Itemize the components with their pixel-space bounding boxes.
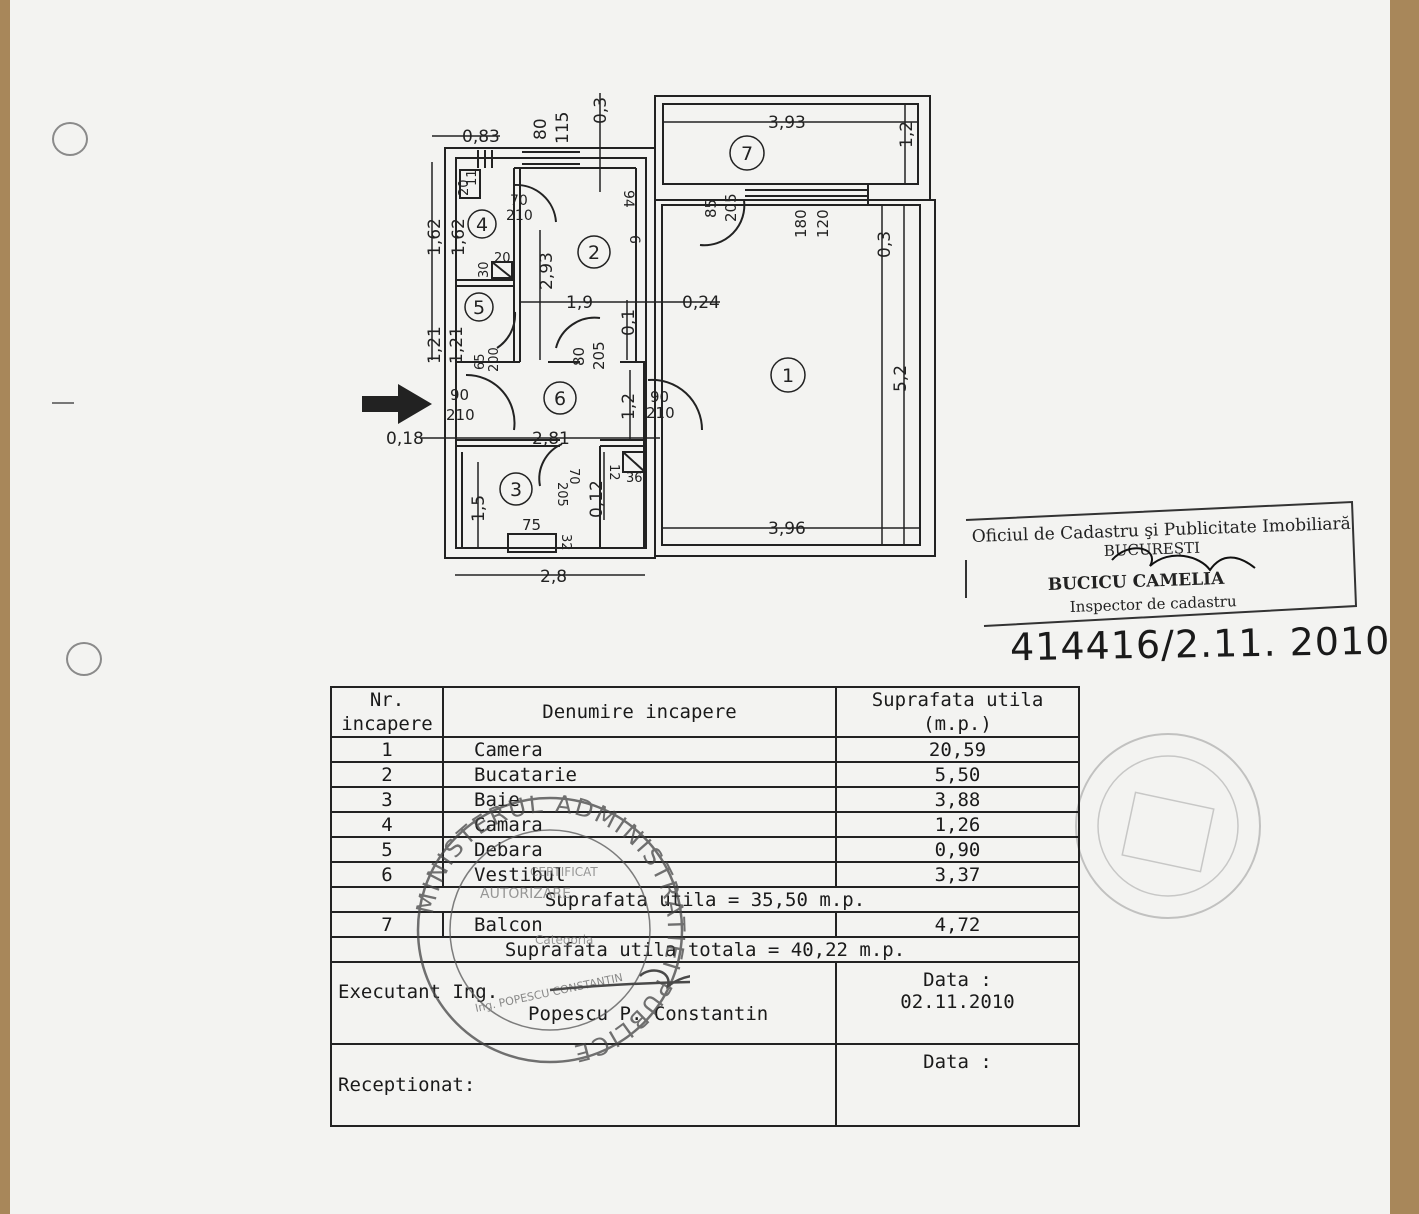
dim-label: 205: [590, 341, 608, 370]
dim-label: 94: [620, 190, 636, 208]
inspector-signature: [1111, 547, 1256, 572]
dim-label: 1,62: [449, 218, 469, 256]
date-value: 02.11.2010: [900, 991, 1015, 1013]
dim-label: 6: [626, 235, 642, 244]
dim-label: 115: [553, 112, 573, 144]
dim-label: 0,83: [462, 127, 500, 147]
cadastre-stamp: Oficiul de Cadastru şi Publicitate Imobi…: [965, 500, 1358, 627]
svg-text:MINISTERUL ADMINISTRATIEI PUBL: MINISTERUL ADMINISTRATIEI PUBLICE: [411, 790, 690, 1068]
svg-text:BUCICU CAMELIA: BUCICU CAMELIA: [1047, 569, 1225, 595]
entrance-arrow-icon: [362, 384, 432, 424]
dim-label: 200: [487, 347, 502, 372]
dim-label: 0,12: [587, 480, 607, 518]
svg-text:AUTORIZARE: AUTORIZARE: [480, 886, 571, 902]
table-row: 3 Baie 3,88: [330, 786, 1080, 813]
dim-label: 70: [510, 193, 528, 209]
room-number-7: 7: [741, 143, 753, 165]
dim-label: 1,2: [897, 121, 917, 148]
dim-label: 210: [506, 208, 533, 224]
header-name: Denumire incapere: [442, 686, 837, 738]
dim-label: 3,96: [768, 519, 806, 539]
header-area: Suprafata utila (m.p.): [835, 686, 1080, 738]
table-header-row: Nr. incapere Denumire incapere Suprafata…: [330, 686, 1080, 738]
room-number-5: 5: [473, 297, 485, 319]
dim-label: 0,1: [619, 309, 639, 336]
dim-label: 75: [522, 516, 541, 534]
dim-label: 1,21: [447, 326, 467, 364]
table-row: 1 Camera 20,59: [330, 736, 1080, 763]
svg-text:Ing. POPESCU CONSTANTIN: Ing. POPESCU CONSTANTIN: [474, 971, 624, 1015]
dim-label: 80: [531, 118, 551, 140]
dim-label: 1,2: [619, 393, 639, 420]
dim-label: 65: [473, 353, 488, 370]
dim-label: 210: [446, 406, 475, 424]
table-row: 7 Balcon 4,72: [330, 911, 1080, 938]
dim-label: 85: [702, 199, 720, 218]
date-label: Data :: [923, 969, 992, 991]
dim-label: 120: [814, 209, 832, 238]
svg-text:Categoria: Categoria: [535, 933, 593, 947]
room-number-2: 2: [588, 242, 600, 264]
dim-label: 80: [570, 347, 588, 366]
margin-mark: [52, 402, 74, 404]
executant-name: Popescu P. Constantin: [528, 1003, 769, 1025]
dim-label: 2,81: [532, 429, 570, 449]
rooms-table: Nr. incapere Denumire incapere Suprafata…: [330, 686, 1080, 1127]
table-row: 6 Vestibul 3,37: [330, 861, 1080, 888]
executant-title: Ing.: [452, 981, 499, 1003]
dim-label: 90: [450, 386, 469, 404]
punch-hole-top: [52, 122, 88, 156]
dim-label: 32: [558, 534, 573, 551]
dim-label: 0,3: [591, 97, 611, 124]
balcony-7-wall: [654, 95, 931, 201]
dim-label: 205: [554, 482, 569, 507]
dim-label: 205: [722, 193, 740, 222]
dim-label: 180: [792, 209, 810, 238]
date-label-2: Data :: [835, 1043, 1080, 1127]
dim-label: 36: [626, 471, 643, 486]
dim-label: 1,62: [425, 218, 445, 256]
dim-label: 0,18: [386, 429, 424, 449]
dim-label: 5,2: [891, 365, 911, 392]
punch-hole-bottom: [66, 642, 102, 676]
dim-label: 210: [646, 404, 675, 422]
total-row: Suprafata utila totala = 40,22 m.p.: [330, 936, 1080, 963]
dim-label: 2,93: [537, 252, 557, 290]
dim-label: 20: [457, 179, 472, 196]
executant-label: Executant: [338, 981, 441, 1003]
faded-seal-right: [1075, 733, 1261, 919]
dim-label: 0,3: [875, 231, 895, 258]
dim-label: 1,9: [566, 293, 593, 313]
registration-number: 414416/2.11. 2010: [1009, 618, 1391, 670]
dim-label: 90: [650, 388, 669, 406]
room-number-6: 6: [554, 388, 566, 410]
table-row: 5 Debara 0,90: [330, 836, 1080, 863]
svg-text:Inspector de cadastru: Inspector de cadastru: [1070, 592, 1238, 616]
dim-label: 0,24: [682, 293, 720, 313]
dim-label: 70: [566, 468, 581, 485]
room-number-4: 4: [476, 214, 488, 236]
dim-label: 3,93: [768, 113, 806, 133]
svg-text:CERTIFICAT: CERTIFICAT: [530, 865, 598, 879]
dim-label: 1,5: [469, 495, 489, 522]
header-nr: Nr. incapere: [330, 686, 444, 738]
dim-label: 11: [465, 169, 480, 186]
dim-label: 20: [494, 251, 511, 266]
dim-label: 30: [477, 261, 492, 278]
room-number-1: 1: [782, 365, 794, 387]
dim-label: 2,8: [540, 567, 567, 587]
table-row: 2 Bucatarie 5,50: [330, 761, 1080, 788]
executant-signature: [549, 969, 690, 992]
room-number-3: 3: [510, 479, 522, 501]
executant-row: Executant Ing. Popescu P. Constantin Dat…: [330, 961, 1080, 1045]
dim-label: 12: [606, 464, 621, 481]
ministry-round-seal: MINISTERUL ADMINISTRATIEI PUBLICE CERTIF…: [411, 790, 690, 1068]
dim-label: 1,21: [425, 326, 445, 364]
